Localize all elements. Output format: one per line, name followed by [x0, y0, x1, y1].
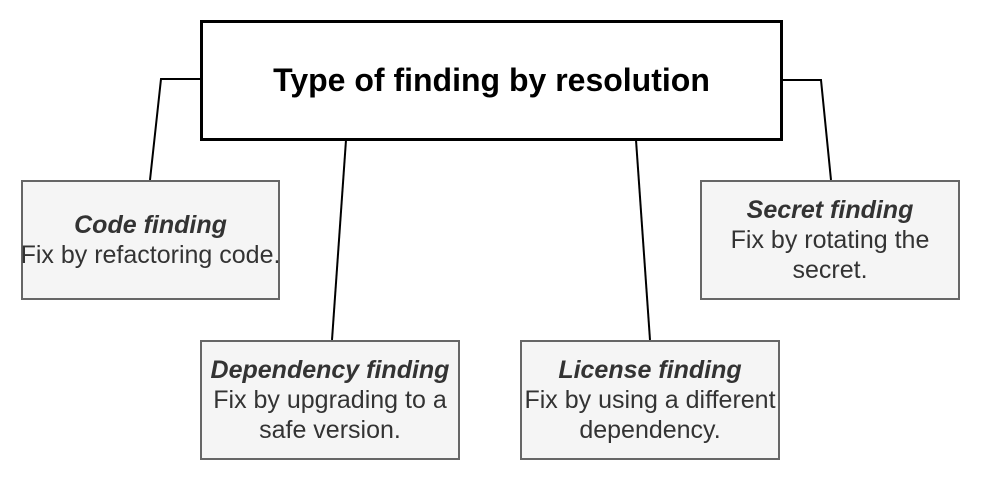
node-secret-finding-title: Secret finding: [746, 196, 914, 224]
node-dependency-finding: Dependency finding Fix by upgrading to a…: [200, 340, 460, 460]
node-dependency-finding-title: Dependency finding: [210, 356, 450, 384]
node-dependency-finding-body: Fix by upgrading to a safe version.: [213, 386, 447, 444]
edge-root-to-secret-finding: [783, 79, 832, 181]
node-code-finding: Code finding Fix by refactoring code.: [21, 180, 280, 300]
node-root: Type of finding by resolution: [200, 20, 783, 141]
node-license-finding-body: Fix by using a different dependency.: [524, 386, 776, 444]
edge-root-to-license-finding: [635, 139, 651, 341]
node-code-finding-body: Fix by refactoring code.: [20, 241, 281, 269]
node-secret-finding-body: Fix by rotating the secret.: [730, 226, 930, 284]
edge-root-to-code-finding: [149, 78, 200, 181]
node-code-finding-title: Code finding: [74, 211, 227, 239]
root-label: Type of finding by resolution: [273, 62, 710, 98]
edge-root-to-dependency-finding: [331, 139, 347, 341]
node-secret-finding: Secret finding Fix by rotating the secre…: [700, 180, 960, 300]
node-license-finding: License finding Fix by using a different…: [520, 340, 780, 460]
node-license-finding-title: License finding: [558, 356, 742, 384]
